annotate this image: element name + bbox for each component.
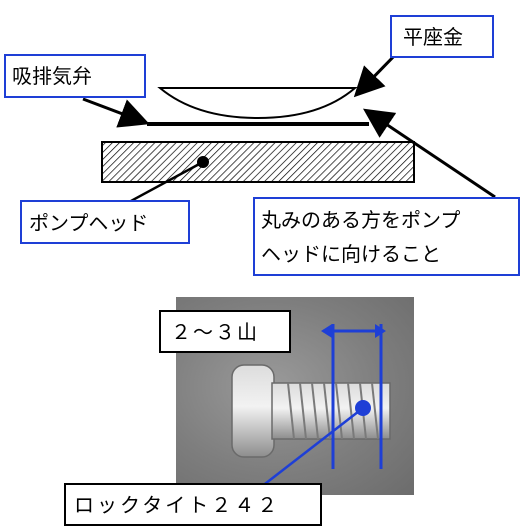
- thread-count-text: ２～３山: [171, 320, 259, 344]
- orientation-note: 丸みのある方をポンプ ヘッドに向けること: [253, 197, 520, 276]
- orientation-note-line2: ヘッドに向けること: [261, 242, 441, 266]
- pump-head-block: [101, 141, 415, 183]
- flat-washer-text: 平座金: [403, 25, 463, 49]
- double-arrow-icon: [321, 324, 386, 338]
- valve-label: 吸排気弁: [4, 54, 146, 98]
- valve-plate: [147, 122, 369, 126]
- screw-head: [231, 364, 275, 458]
- note-arrow: [363, 108, 496, 199]
- valve-arrow: [82, 97, 150, 128]
- screw-illustration: [231, 324, 391, 488]
- flat-washer-label: 平座金: [390, 15, 494, 58]
- pump-head-text: ポンプヘッド: [29, 211, 149, 235]
- thread-count-label: ２～３山: [159, 310, 291, 353]
- screw-threads: [287, 382, 379, 440]
- orientation-note-line1: 丸みのある方をポンプ: [261, 208, 461, 232]
- pump-head-label: ポンプヘッド: [20, 200, 190, 244]
- loctite-label: ロックタイト２４２: [64, 483, 322, 526]
- loctite-leader: [260, 407, 364, 488]
- flat-washer: [157, 87, 358, 120]
- valve-text: 吸排気弁: [12, 64, 92, 88]
- loctite-text: ロックタイト２４２: [74, 493, 281, 517]
